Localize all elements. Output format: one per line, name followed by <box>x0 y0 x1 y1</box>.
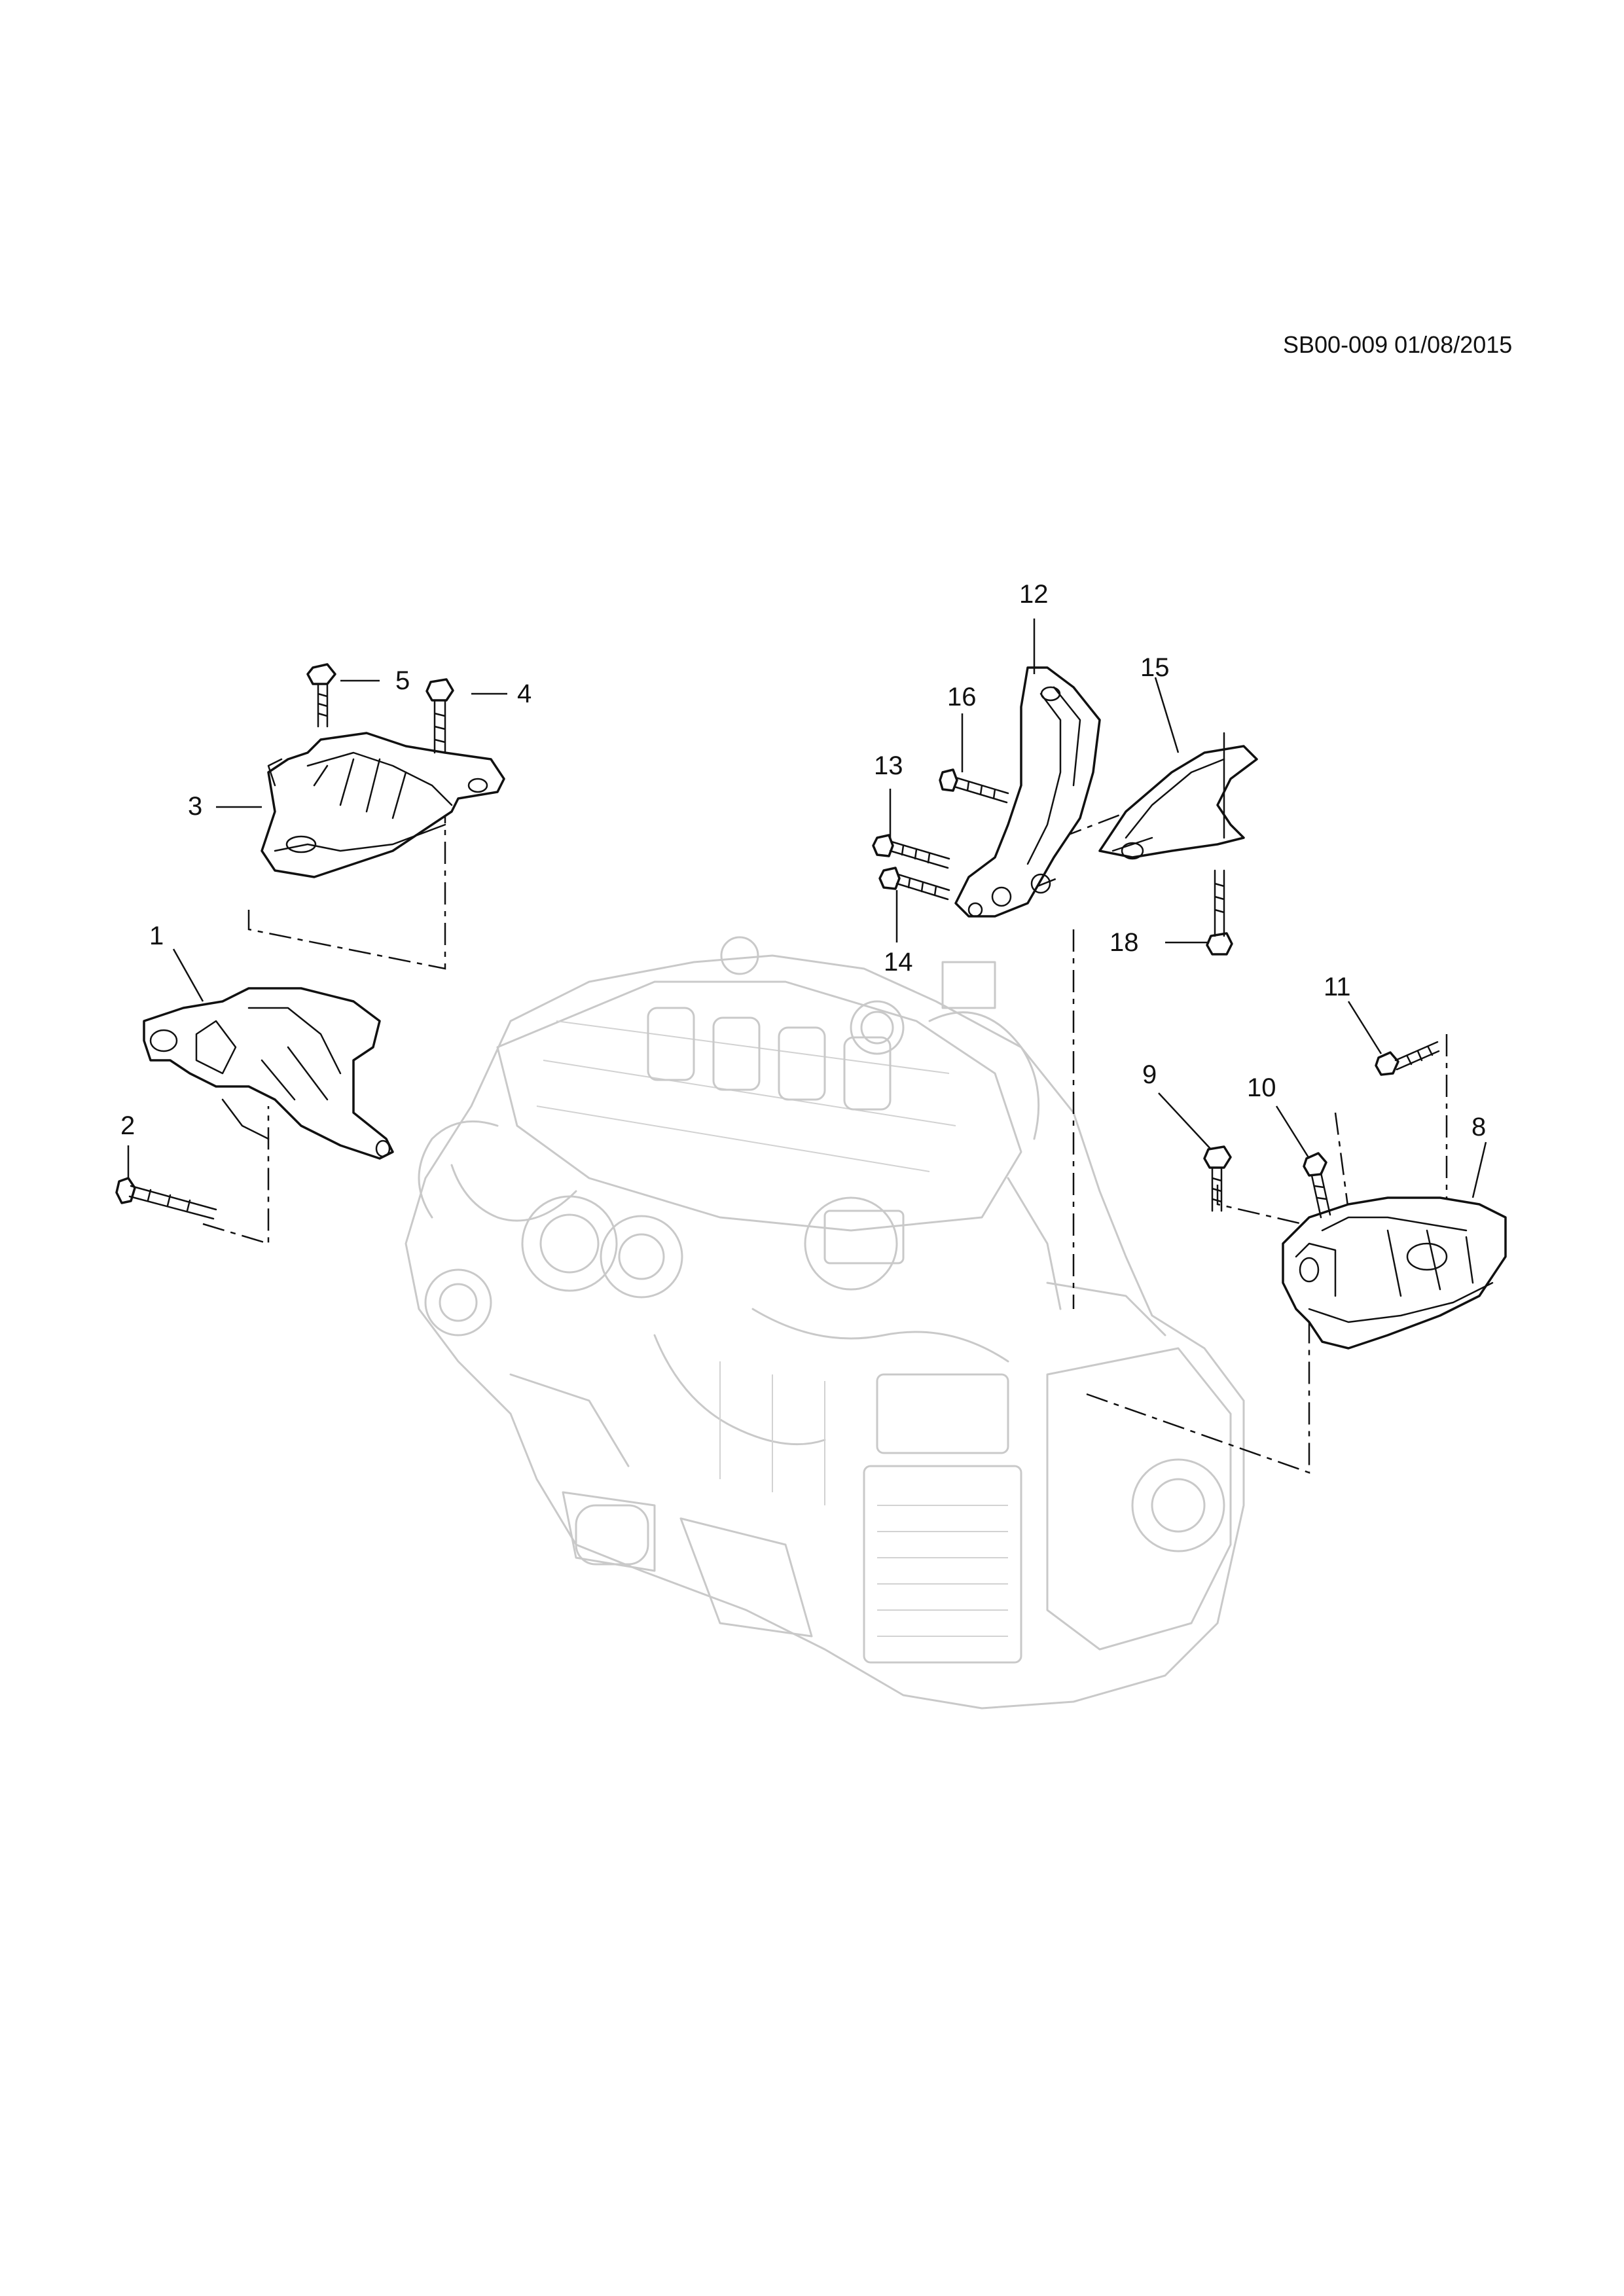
callout-13: 13 <box>874 751 903 780</box>
bolt-part-16-icon <box>939 768 1009 804</box>
callout-1: 1 <box>149 922 164 950</box>
callout-5: 5 <box>395 666 410 695</box>
callout-10: 10 <box>1247 1073 1276 1102</box>
bolt-part-4-icon <box>425 678 454 754</box>
leader-lines <box>127 619 1487 1198</box>
callout-15: 15 <box>1140 653 1170 682</box>
callout-12: 12 <box>1019 580 1049 609</box>
bolt-part-11-icon <box>1375 1041 1440 1076</box>
bolt-part-5-icon <box>306 663 336 728</box>
bolt-part-9-icon <box>1203 1145 1232 1212</box>
bolt-part-2-icon <box>115 1177 217 1220</box>
engine-mount-bracket-part-3 <box>261 732 505 878</box>
bolt-part-18-icon <box>1206 869 1233 956</box>
bolt-part-13-icon <box>872 834 950 869</box>
callout-2: 2 <box>120 1111 135 1140</box>
engine-mount-part-1 <box>143 987 394 1160</box>
bolt-part-14-icon <box>878 867 950 901</box>
link-arm-part-15 <box>1098 732 1258 860</box>
bolt-part-10-icon <box>1303 1152 1331 1219</box>
document-id: SB00-009 01/08/2015 <box>1283 331 1513 358</box>
callout-8: 8 <box>1471 1113 1487 1141</box>
alignment-lines <box>202 771 1448 1474</box>
bracket-part-12 <box>954 666 1101 918</box>
callout-9: 9 <box>1142 1060 1157 1089</box>
engine-assembly-icon <box>405 936 1245 1710</box>
callout-3: 3 <box>188 792 203 821</box>
transmission-mount-part-8 <box>1282 1196 1507 1350</box>
callout-4: 4 <box>517 679 532 708</box>
callout-11: 11 <box>1324 973 1351 1001</box>
callout-16: 16 <box>947 683 977 711</box>
callout-18: 18 <box>1110 928 1139 957</box>
callout-14: 14 <box>884 948 913 977</box>
